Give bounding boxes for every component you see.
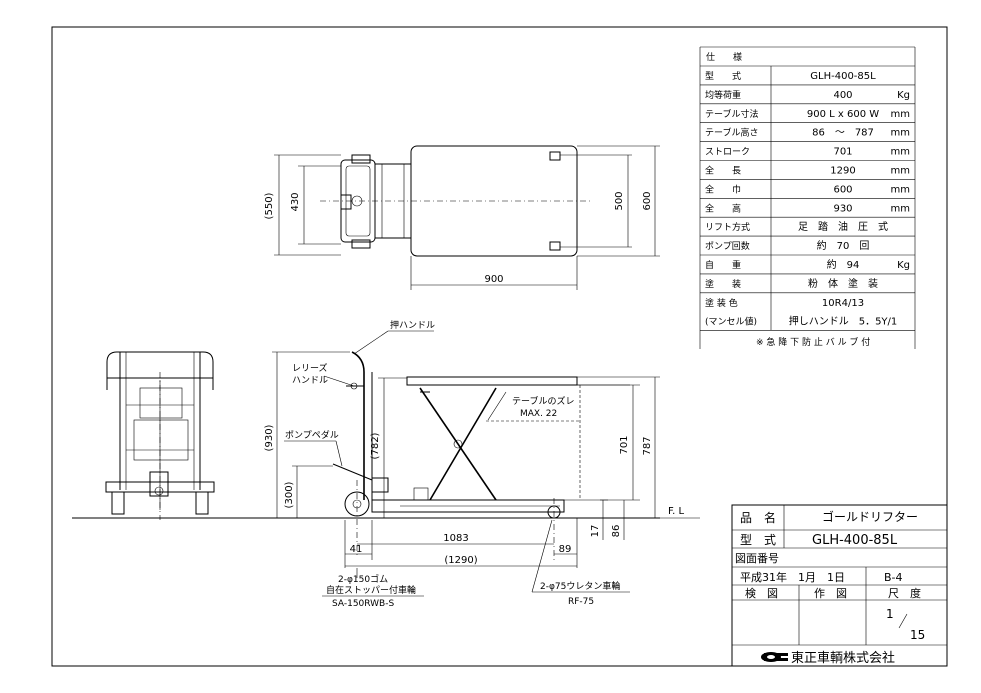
- spec-row-label: 型 式: [705, 70, 741, 82]
- title-sheet: B-4: [884, 571, 903, 584]
- spec-row-value: 約 94: [827, 258, 860, 271]
- label-rear-wheel-2: 自在ストッパー付車輪: [326, 584, 416, 596]
- end-view: [105, 351, 215, 520]
- dim-side-930: (930): [264, 424, 275, 451]
- spec-row-value: 1290: [830, 166, 855, 177]
- label-rear-wheel-1: 2-φ150ゴム: [338, 573, 388, 585]
- spec-row-value: 10R4/13: [822, 298, 864, 309]
- spec-row-value: 600: [833, 184, 852, 195]
- label-front-wheel-2: RF-75: [568, 597, 594, 607]
- spec-row-unit: Kg: [897, 260, 910, 271]
- spec-row-value: 足 踏 油 圧 式: [798, 220, 888, 233]
- dim-side-17: 17: [590, 525, 601, 538]
- label-rear-wheel-3: SA-150RWB-S: [332, 599, 394, 609]
- label-release-2: ハンドル: [292, 376, 328, 386]
- dim-side-86: 86: [611, 525, 622, 538]
- label-table-shift-1: テーブルのズレ: [512, 395, 574, 407]
- spec-row-unit: mm: [891, 147, 910, 158]
- spec-row-label: 全 高: [705, 202, 741, 214]
- label-table-shift-2: MAX. 22: [520, 409, 557, 419]
- spec-row-unit: mm: [891, 184, 910, 195]
- spec-row-unit: Kg: [897, 90, 910, 101]
- title-date: 平成31年 1月 1日: [740, 570, 845, 584]
- dim-plan-500: 500: [614, 191, 625, 210]
- dim-plan-430: 430: [290, 192, 301, 211]
- spec-row-label: ストローク: [705, 147, 750, 158]
- company-logo: [761, 652, 788, 662]
- spec-row-label: ポンプ回数: [705, 240, 750, 252]
- title-model-label: 型 式: [740, 533, 776, 547]
- spec-row-value: 粉 体 塗 装: [808, 277, 878, 290]
- title-drawn-label: 作 図: [814, 587, 847, 600]
- title-name-label: 品 名: [740, 510, 776, 525]
- spec-row-value: 86 ～ 787: [812, 128, 874, 139]
- title-checked-label: 検 図: [745, 586, 778, 600]
- dim-side-1290: (1290): [444, 555, 477, 566]
- dim-plan-900: 900: [484, 274, 503, 285]
- spec-row-label: 均等荷重: [705, 89, 741, 101]
- spec-row-label: 塗 装: [705, 278, 741, 290]
- dim-side-1083: 1083: [443, 533, 468, 544]
- title-scale-label: 尺 度: [888, 586, 921, 600]
- spec-row-value: 約 70 回: [817, 239, 870, 252]
- dim-side-41: 41: [350, 544, 363, 555]
- label-push-handle: 押ハンドル: [390, 319, 435, 331]
- dim-side-782: (782): [370, 432, 381, 459]
- spec-note: ※ 急 降 下 防 止 バ ル ブ 付: [756, 336, 870, 348]
- title-scale-num: 1: [886, 607, 894, 621]
- spec-row-label: テーブル寸法: [705, 108, 758, 120]
- spec-row-unit: mm: [891, 166, 910, 177]
- drawing-border: [51, 26, 948, 667]
- dim-side-701: 701: [619, 435, 630, 454]
- dim-side-89: 89: [559, 544, 572, 555]
- spec-row-unit: mm: [891, 203, 910, 214]
- spec-header: 仕 様: [706, 51, 742, 63]
- label-front-wheel-1: 2-φ75ウレタン車輪: [540, 580, 620, 592]
- spec-row-label: 全 長: [705, 165, 741, 177]
- spec-row-label: 自 重: [705, 259, 741, 271]
- dim-side-787: 787: [642, 436, 653, 455]
- title-scale-den: 15: [910, 628, 925, 642]
- spec-row-unit: mm: [891, 109, 910, 120]
- title-company: 東正車輌株式会社: [791, 650, 895, 666]
- spec-row-value: GLH-400-85L: [810, 71, 876, 82]
- spec-row-label: リフト方式: [705, 221, 750, 233]
- annotations: 押ハンドル レリーズ ハンドル ポンプペダル テーブルのズレ MAX. 22 2…: [284, 319, 630, 609]
- label-pump-pedal: ポンプペダル: [285, 429, 339, 441]
- spec-row-label: (マンセル値): [705, 316, 757, 328]
- floor-label: F. L: [668, 506, 685, 517]
- label-release-1: レリーズ: [292, 362, 328, 374]
- title-name-value: ゴールドリフター: [822, 509, 918, 524]
- title-block: 品 名 ゴールドリフター 型 式 GLH-400-85L 図面番号 平成31年 …: [731, 504, 948, 667]
- spec-row-label: 全 巾: [705, 183, 741, 195]
- dim-plan-600: 600: [642, 191, 653, 210]
- title-drawing-no-label: 図面番号: [735, 552, 779, 565]
- plan-view: (550) 430 500 600 900: [264, 145, 660, 290]
- spec-row-value: 400: [833, 90, 852, 101]
- dim-plan-550: (550): [264, 192, 275, 219]
- side-view: (930) (300) (782) 701 787 17 86 1083 41: [264, 351, 660, 568]
- dim-side-300: (300): [284, 481, 295, 508]
- spec-row-value: 900 L x 600 W: [807, 109, 879, 120]
- title-model-value: GLH-400-85L: [812, 533, 898, 548]
- spec-row-value: 701: [833, 147, 852, 158]
- spec-row-value: 930: [833, 203, 852, 214]
- spec-row-unit: mm: [891, 128, 910, 139]
- spec-row-label: テーブル高さ: [705, 127, 758, 139]
- spec-row-value: 押しハンドル 5．5Y/1: [789, 315, 898, 328]
- spec-row-label: 塗 装 色: [705, 297, 738, 309]
